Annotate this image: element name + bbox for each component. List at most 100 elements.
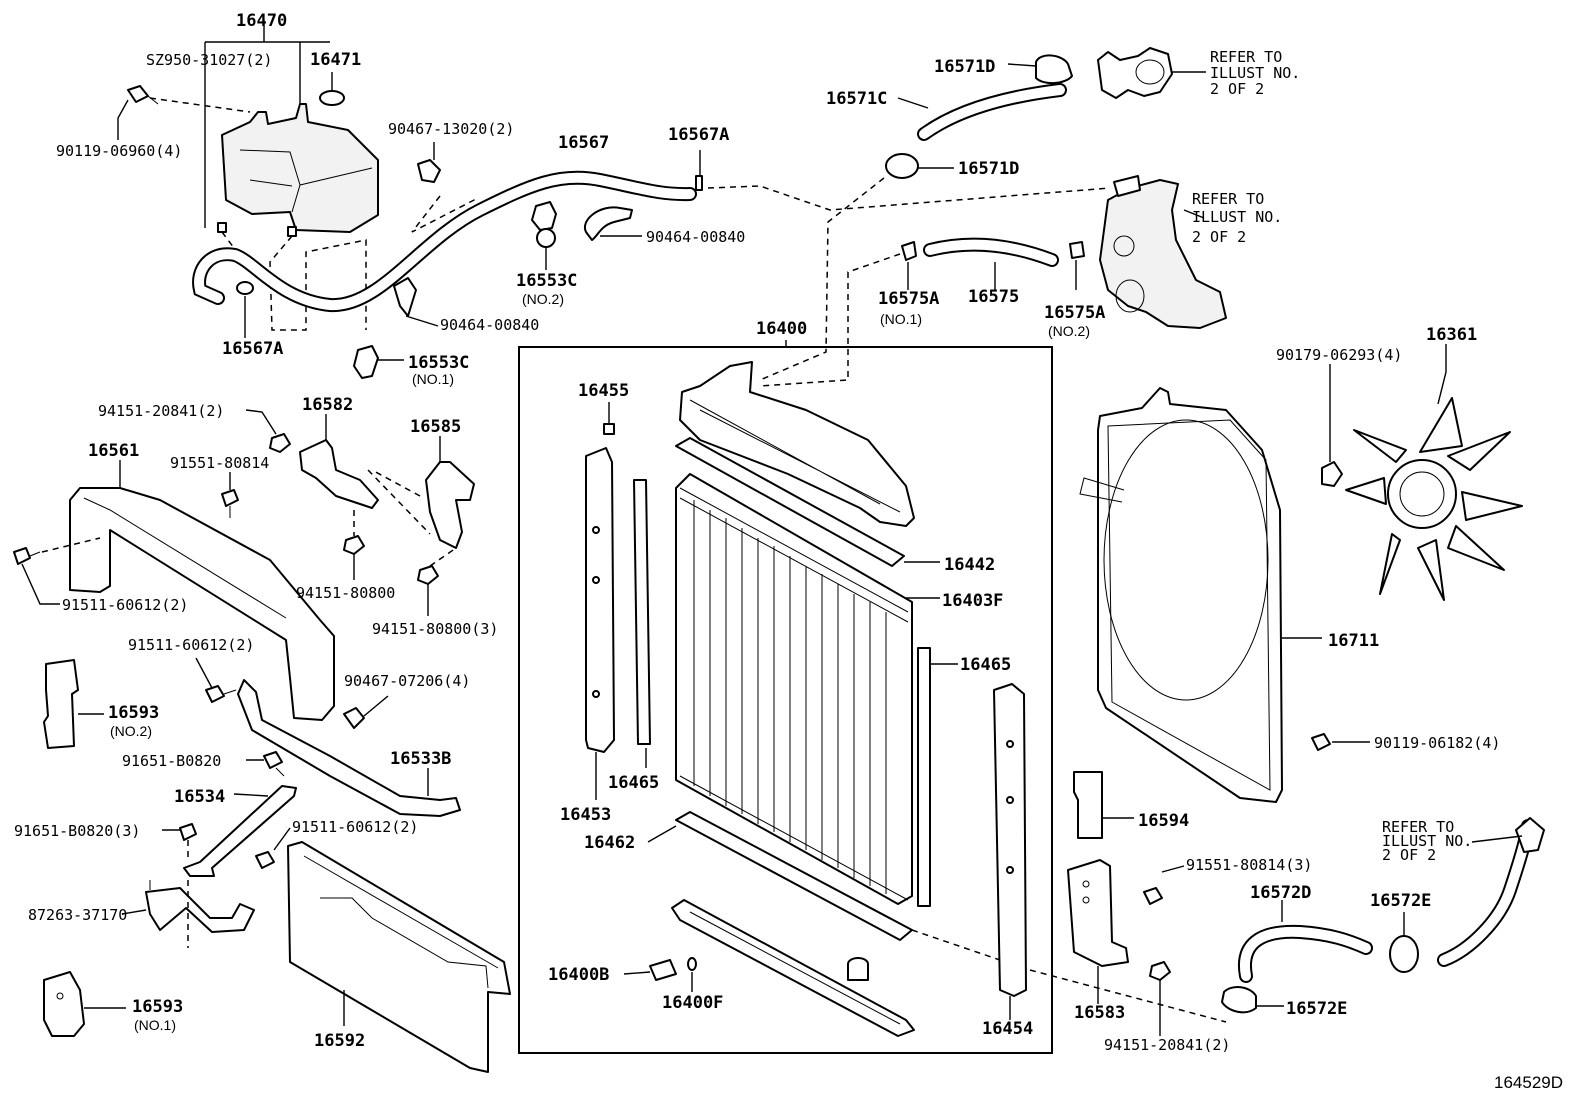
bolt-90119-06960[interactable]	[127, 85, 159, 105]
label-16361: 16361	[1426, 325, 1477, 345]
label-16575A-no2-suffix: (NO.2)	[1048, 323, 1090, 339]
label-94151-20841-top: 94151-20841(2)	[98, 402, 224, 420]
screw-90467-07206[interactable]	[343, 707, 365, 729]
label-16593-no2: 16593	[108, 703, 159, 723]
stay-16534[interactable]	[183, 785, 297, 877]
label-16400F: 16400F	[662, 993, 723, 1013]
bolt-91651-B0820-3[interactable]	[179, 823, 197, 841]
reservoir-cap[interactable]	[319, 90, 345, 106]
nut-94151-80800-3[interactable]	[417, 565, 439, 585]
label-94151-20841-bottom: 94151-20841(2)	[1104, 1036, 1230, 1054]
side-plate-right[interactable]	[993, 683, 1027, 997]
clamp-16571D-bottom[interactable]	[885, 153, 919, 179]
label-16534: 16534	[174, 787, 225, 807]
bracket-16582[interactable]	[299, 439, 379, 509]
label-16575A-no2: 16575A	[1044, 303, 1105, 323]
clamp-16553C-no2[interactable]	[531, 201, 557, 231]
label-16403F: 16403F	[942, 591, 1003, 611]
bracket-16585[interactable]	[425, 461, 475, 549]
radiator-core[interactable]	[675, 473, 913, 905]
refer-line: 2 OF 2	[1192, 228, 1246, 246]
fan-shroud[interactable]	[1097, 387, 1283, 803]
label-90467-07206: 90467-07206(4)	[344, 672, 470, 690]
bracket-16593-no2[interactable]	[43, 659, 79, 749]
label-16594: 16594	[1138, 811, 1189, 831]
bolt-91651-B0820[interactable]	[263, 751, 283, 769]
panel-16592[interactable]	[287, 841, 511, 1073]
label-16592: 16592	[314, 1031, 365, 1051]
label-90467-13020: 90467-13020(2)	[388, 120, 514, 138]
clamp-16571D-top[interactable]	[1035, 54, 1073, 84]
label-87263-37170: 87263-37170	[28, 906, 127, 924]
cooling-fan[interactable]	[1345, 397, 1523, 601]
water-inlet-housing[interactable]	[1099, 179, 1227, 329]
label-16593-no1-suffix: (NO.1)	[134, 1017, 176, 1033]
refer-line: 2 OF 2	[1382, 846, 1436, 864]
bolt-16455[interactable]	[603, 423, 615, 435]
clamp-90467-13020[interactable]	[417, 159, 441, 183]
label-16400B: 16400B	[548, 965, 609, 985]
bolt-91511-60612-middle[interactable]	[205, 685, 225, 703]
bracket-87263-37170[interactable]	[145, 887, 255, 933]
bolt-91551-80814-3[interactable]	[1143, 887, 1163, 905]
side-plate-left[interactable]	[585, 447, 615, 753]
bolt-91511-60612-lower[interactable]	[255, 851, 275, 869]
bolt-91551-80814[interactable]	[221, 489, 239, 507]
support-16561[interactable]	[69, 487, 335, 721]
gasket-16442[interactable]	[675, 437, 905, 567]
label-16442: 16442	[944, 555, 995, 575]
label-94151-80800: 94151-80800	[296, 584, 395, 602]
label-16575A-no1: 16575A	[878, 289, 939, 309]
upper-tank[interactable]	[679, 361, 915, 527]
stay-16533B[interactable]	[237, 679, 461, 817]
nut-94151-80800[interactable]	[343, 535, 365, 555]
part-labels: 16470 SZ950-31027(2) 16471 90119-06960(4…	[14, 11, 1500, 1054]
label-16561: 16561	[88, 441, 139, 461]
label-16553C-no2: 16553C	[516, 271, 577, 291]
nut-94151-20841-top[interactable]	[269, 433, 291, 453]
reservoir-tank[interactable]	[221, 103, 379, 233]
clamp-16572E-upper[interactable]	[1389, 935, 1419, 973]
label-16572E-upper: 16572E	[1370, 891, 1431, 911]
label-16470: 16470	[236, 11, 287, 31]
lower-hose-group	[1067, 771, 1545, 1036]
label-16455: 16455	[578, 381, 629, 401]
label-16567: 16567	[558, 133, 609, 153]
reservoir-tank-group	[117, 20, 1111, 379]
clamp-16572E-lower[interactable]	[1221, 986, 1257, 1014]
nut-94151-20841-bottom[interactable]	[1149, 961, 1171, 981]
label-16462: 16462	[584, 833, 635, 853]
lower-tank[interactable]	[671, 899, 915, 1037]
band-90464-00840-upper[interactable]	[583, 206, 633, 241]
refer-note-bottom-right: REFER TO ILLUST NO. 2 OF 2	[1382, 818, 1472, 864]
diagram-id: 164529D	[1494, 1073, 1563, 1092]
label-16553C-no2-suffix: (NO.2)	[522, 291, 564, 307]
label-91651-b0820: 91651-B0820	[122, 752, 221, 770]
clamp-16553C-no1[interactable]	[353, 345, 379, 379]
duct-16594[interactable]	[1073, 771, 1103, 839]
label-sz950-31027: SZ950-31027(2)	[146, 51, 272, 69]
label-16575A-no1-suffix: (NO.1)	[880, 311, 922, 327]
drain-cock-16400B[interactable]	[649, 959, 677, 981]
label-91511-60612-left: 91511-60612(2)	[62, 596, 188, 614]
label-90464-00840-lower: 90464-00840	[440, 316, 539, 334]
bolt-91511-60612-left[interactable]	[13, 547, 31, 565]
nut-90179-06293[interactable]	[1321, 461, 1343, 487]
label-16465-left: 16465	[608, 773, 659, 793]
bracket-16583[interactable]	[1067, 859, 1129, 967]
bracket-16593-no1[interactable]	[43, 971, 85, 1037]
label-16533B: 16533B	[390, 749, 451, 769]
bolt-90119-06182[interactable]	[1311, 733, 1331, 751]
label-16465-right: 16465	[960, 655, 1011, 675]
label-90179-06293: 90179-06293(4)	[1276, 346, 1402, 364]
label-16553C-no1-suffix: (NO.1)	[412, 371, 454, 387]
label-94151-80800-3: 94151-80800(3)	[372, 620, 498, 638]
seal-strip-right[interactable]	[917, 647, 931, 907]
seal-strip-left[interactable]	[633, 479, 651, 745]
drain-plug-16400F[interactable]	[687, 957, 697, 971]
label-16593-no1: 16593	[132, 997, 183, 1017]
water-outlet[interactable]	[1097, 47, 1173, 99]
refer-line: ILLUST NO.	[1192, 208, 1282, 226]
band-90464-00840-lower[interactable]	[393, 277, 417, 317]
